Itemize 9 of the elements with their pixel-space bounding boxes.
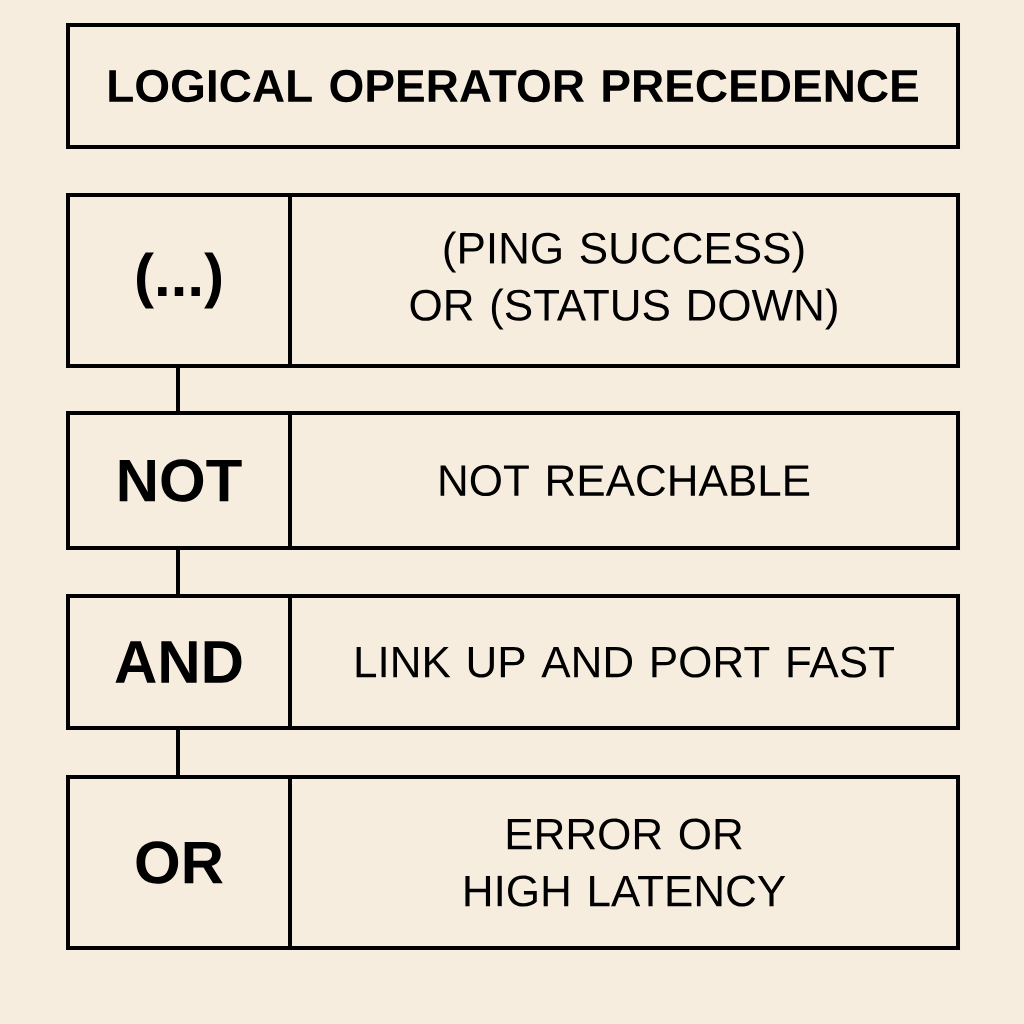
description-cell: (PING SUCCESS) OR (STATUS DOWN) — [288, 193, 960, 368]
operator-cell: AND — [66, 594, 292, 730]
description-cell: LINK UP AND PORT FAST — [288, 594, 960, 730]
description-cell: ERROR OR HIGH LATENCY — [288, 775, 960, 950]
operator-cell: (...) — [66, 193, 292, 368]
title-box: LOGICAL OPERATOR PRECEDENCE — [66, 23, 960, 149]
operator-cell: NOT — [66, 411, 292, 550]
description-cell: NOT REACHABLE — [288, 411, 960, 550]
operator-cell: OR — [66, 775, 292, 950]
